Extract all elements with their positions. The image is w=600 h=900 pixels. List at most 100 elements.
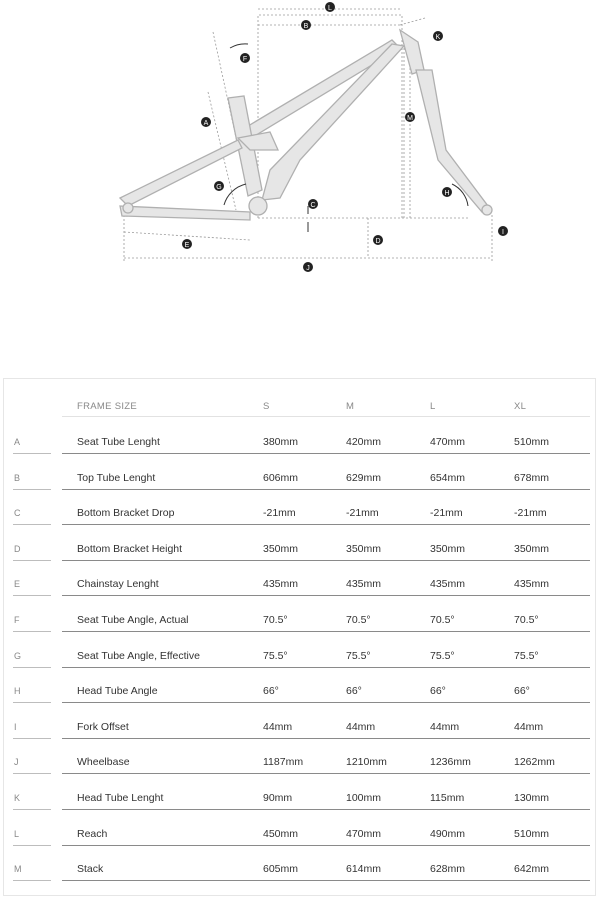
reach-stack-box xyxy=(257,14,403,218)
cell-value: 1236mm xyxy=(430,756,471,769)
row-divider xyxy=(62,559,590,561)
cell-value: 75.5° xyxy=(430,649,455,662)
row-label: Seat Tube Lenght xyxy=(77,436,160,448)
cell-value: -21mm xyxy=(263,507,296,520)
cell-value: -21mm xyxy=(514,507,547,520)
dimension-badges: A B C D E F G H I J K L M xyxy=(182,2,508,272)
cell-value: 130mm xyxy=(514,792,550,804)
cell-value: 44mm xyxy=(514,720,544,733)
row-letter: H xyxy=(14,686,21,697)
badge-l: L xyxy=(325,2,335,12)
cell-value: 435mm xyxy=(514,578,550,591)
row-letter: F xyxy=(14,615,20,625)
cell-value: 490mm xyxy=(430,827,466,840)
svg-text:H: H xyxy=(444,190,449,197)
cell-value: 70.5° xyxy=(430,614,455,626)
cell-value: 642mm xyxy=(514,863,550,876)
row-divider xyxy=(62,737,590,739)
svg-text:E: E xyxy=(185,242,190,249)
badge-h: H xyxy=(442,187,452,197)
cell-value: 66° xyxy=(346,685,362,698)
row-letter: G xyxy=(14,650,22,661)
row-letter-divider xyxy=(13,559,51,561)
row-letter: M xyxy=(14,864,22,875)
cell-value: 70.5° xyxy=(263,614,288,626)
column-header-m: M xyxy=(346,401,355,412)
cell-value: -21mm xyxy=(346,507,379,520)
cell-value: 654mm xyxy=(430,471,466,484)
cell-value: 350mm xyxy=(430,542,466,555)
cell-value: 605mm xyxy=(263,863,299,876)
frame-geometry-diagram: A B C D E F G H I J K L M xyxy=(118,2,508,272)
cell-value: 435mm xyxy=(263,578,299,591)
row-letter: B xyxy=(14,472,21,483)
head-dim xyxy=(399,17,426,26)
svg-text:I: I xyxy=(502,229,504,236)
row-label: Chainstay Lenght xyxy=(77,578,159,591)
row-letter: L xyxy=(14,828,20,839)
row-letter-divider xyxy=(13,737,51,739)
row-divider xyxy=(62,809,590,810)
column-header-xl: XL xyxy=(514,401,527,412)
angle-arcs xyxy=(223,43,469,232)
row-divider xyxy=(62,595,590,597)
cell-value: 350mm xyxy=(346,542,382,555)
svg-text:G: G xyxy=(216,184,221,191)
row-label: Head Tube Lenght xyxy=(77,792,164,804)
row-label: Seat Tube Angle, Actual xyxy=(77,614,189,626)
cell-value: 606mm xyxy=(263,471,299,484)
cell-value: 380mm xyxy=(263,436,299,448)
row-letter: D xyxy=(14,543,21,554)
cell-value: 470mm xyxy=(346,827,382,840)
chainstay-dim xyxy=(123,231,251,241)
row-letter-divider xyxy=(13,524,51,526)
row-letter: J xyxy=(14,757,19,768)
row-label: Top Tube Lenght xyxy=(77,471,156,484)
cell-value: 44mm xyxy=(346,720,376,733)
row-letter: A xyxy=(14,437,21,447)
column-header-l: L xyxy=(430,401,436,412)
badge-c: C xyxy=(308,199,318,209)
svg-text:B: B xyxy=(304,23,309,30)
cell-value: 450mm xyxy=(263,827,299,840)
svg-text:A: A xyxy=(204,120,209,127)
badge-e: E xyxy=(182,239,192,249)
cell-value: 470mm xyxy=(430,436,466,448)
svg-text:D: D xyxy=(375,238,380,245)
bike-frame xyxy=(118,28,493,221)
cell-value: 100mm xyxy=(346,792,382,804)
cell-value: 678mm xyxy=(514,471,550,484)
cell-value: 420mm xyxy=(346,436,382,448)
row-label: Reach xyxy=(77,827,108,840)
cell-value: 350mm xyxy=(514,542,550,555)
badge-f: F xyxy=(240,53,250,63)
row-label: Seat Tube Angle, Effective xyxy=(77,649,200,662)
svg-text:J: J xyxy=(306,265,310,272)
cell-value: 115mm xyxy=(430,792,465,804)
badge-g: G xyxy=(214,181,224,191)
cell-value: 90mm xyxy=(263,792,293,804)
row-label: Head Tube Angle xyxy=(77,685,158,698)
cell-value: 66° xyxy=(430,685,446,698)
header-divider xyxy=(62,416,590,417)
row-label: Stack xyxy=(77,863,104,876)
cell-value: 75.5° xyxy=(346,649,371,662)
row-letter-divider xyxy=(13,631,51,632)
badge-i: I xyxy=(498,226,508,236)
row-letter: K xyxy=(14,793,21,803)
cell-value: 44mm xyxy=(430,720,460,733)
row-letter-divider xyxy=(13,666,51,668)
cell-value: 629mm xyxy=(346,471,382,484)
svg-text:K: K xyxy=(436,34,441,41)
row-letter: C xyxy=(14,508,21,519)
row-letter-divider xyxy=(13,702,51,704)
cell-value: 1262mm xyxy=(514,756,555,769)
column-header-s: S xyxy=(263,401,270,412)
badge-m: M xyxy=(405,112,415,122)
svg-text:L: L xyxy=(328,5,332,12)
row-letter: E xyxy=(14,579,21,590)
row-letter: I xyxy=(14,721,17,732)
badge-b: B xyxy=(301,20,311,30)
svg-text:F: F xyxy=(243,56,247,63)
row-divider xyxy=(62,488,590,490)
